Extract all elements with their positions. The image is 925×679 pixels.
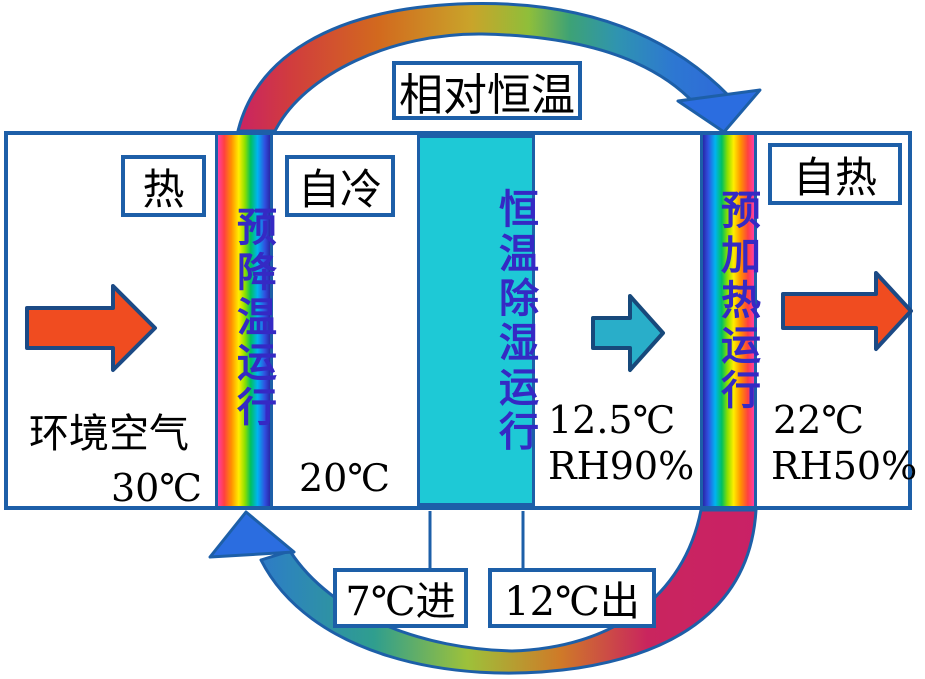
after-dehumid-temp-label: 12.5℃ xyxy=(548,398,676,442)
preheat-bar-label: 预加热运行 xyxy=(714,189,761,414)
ribbon-bottom-band xyxy=(259,508,758,675)
hot-tag-text: 热 xyxy=(142,164,185,214)
after-dehumid-rh-label: RH90% xyxy=(548,444,695,488)
self-cool-tag-text: 自冷 xyxy=(297,164,382,214)
self-heat-tag-box: 自热 xyxy=(768,143,902,205)
top-label-box: 相对恒温 xyxy=(392,61,582,121)
self-heat-tag-text: 自热 xyxy=(792,152,877,202)
cooled-airflow-arrow-icon xyxy=(591,294,665,372)
ribbon-bottom-arrowhead-icon xyxy=(208,510,296,559)
chilled-water-outlet-text: 12℃出 xyxy=(504,579,640,625)
after-precool-temp-label: 20℃ xyxy=(299,456,390,500)
outlet-rh-label: RH50% xyxy=(771,444,918,488)
ambient-air-label: 环境空气 xyxy=(29,411,189,457)
top-label-text: 相对恒温 xyxy=(399,69,575,121)
inlet-airflow-arrow-icon xyxy=(25,284,157,372)
ribbon-top-arrowhead-icon xyxy=(676,88,762,134)
self-cool-tag-box: 自冷 xyxy=(285,155,395,217)
chilled-water-inlet-box: 7℃进 xyxy=(333,568,468,628)
precool-bar-label: 预降温运行 xyxy=(230,206,277,431)
chilled-water-outlet-box: 12℃出 xyxy=(488,568,656,628)
outlet-temp-label: 22℃ xyxy=(773,398,864,442)
dehumid-section-label: 恒温除湿运行 xyxy=(492,188,539,455)
chilled-water-inlet-text: 7℃进 xyxy=(345,579,456,625)
hot-tag-box: 热 xyxy=(121,155,206,217)
dehumidifier-section xyxy=(417,135,535,506)
ambient-temp-label: 30℃ xyxy=(111,466,202,510)
preheat-heat-exchanger-bar xyxy=(700,135,757,506)
outlet-airflow-arrow-icon xyxy=(781,271,913,351)
precool-heat-exchanger-bar xyxy=(215,135,273,506)
